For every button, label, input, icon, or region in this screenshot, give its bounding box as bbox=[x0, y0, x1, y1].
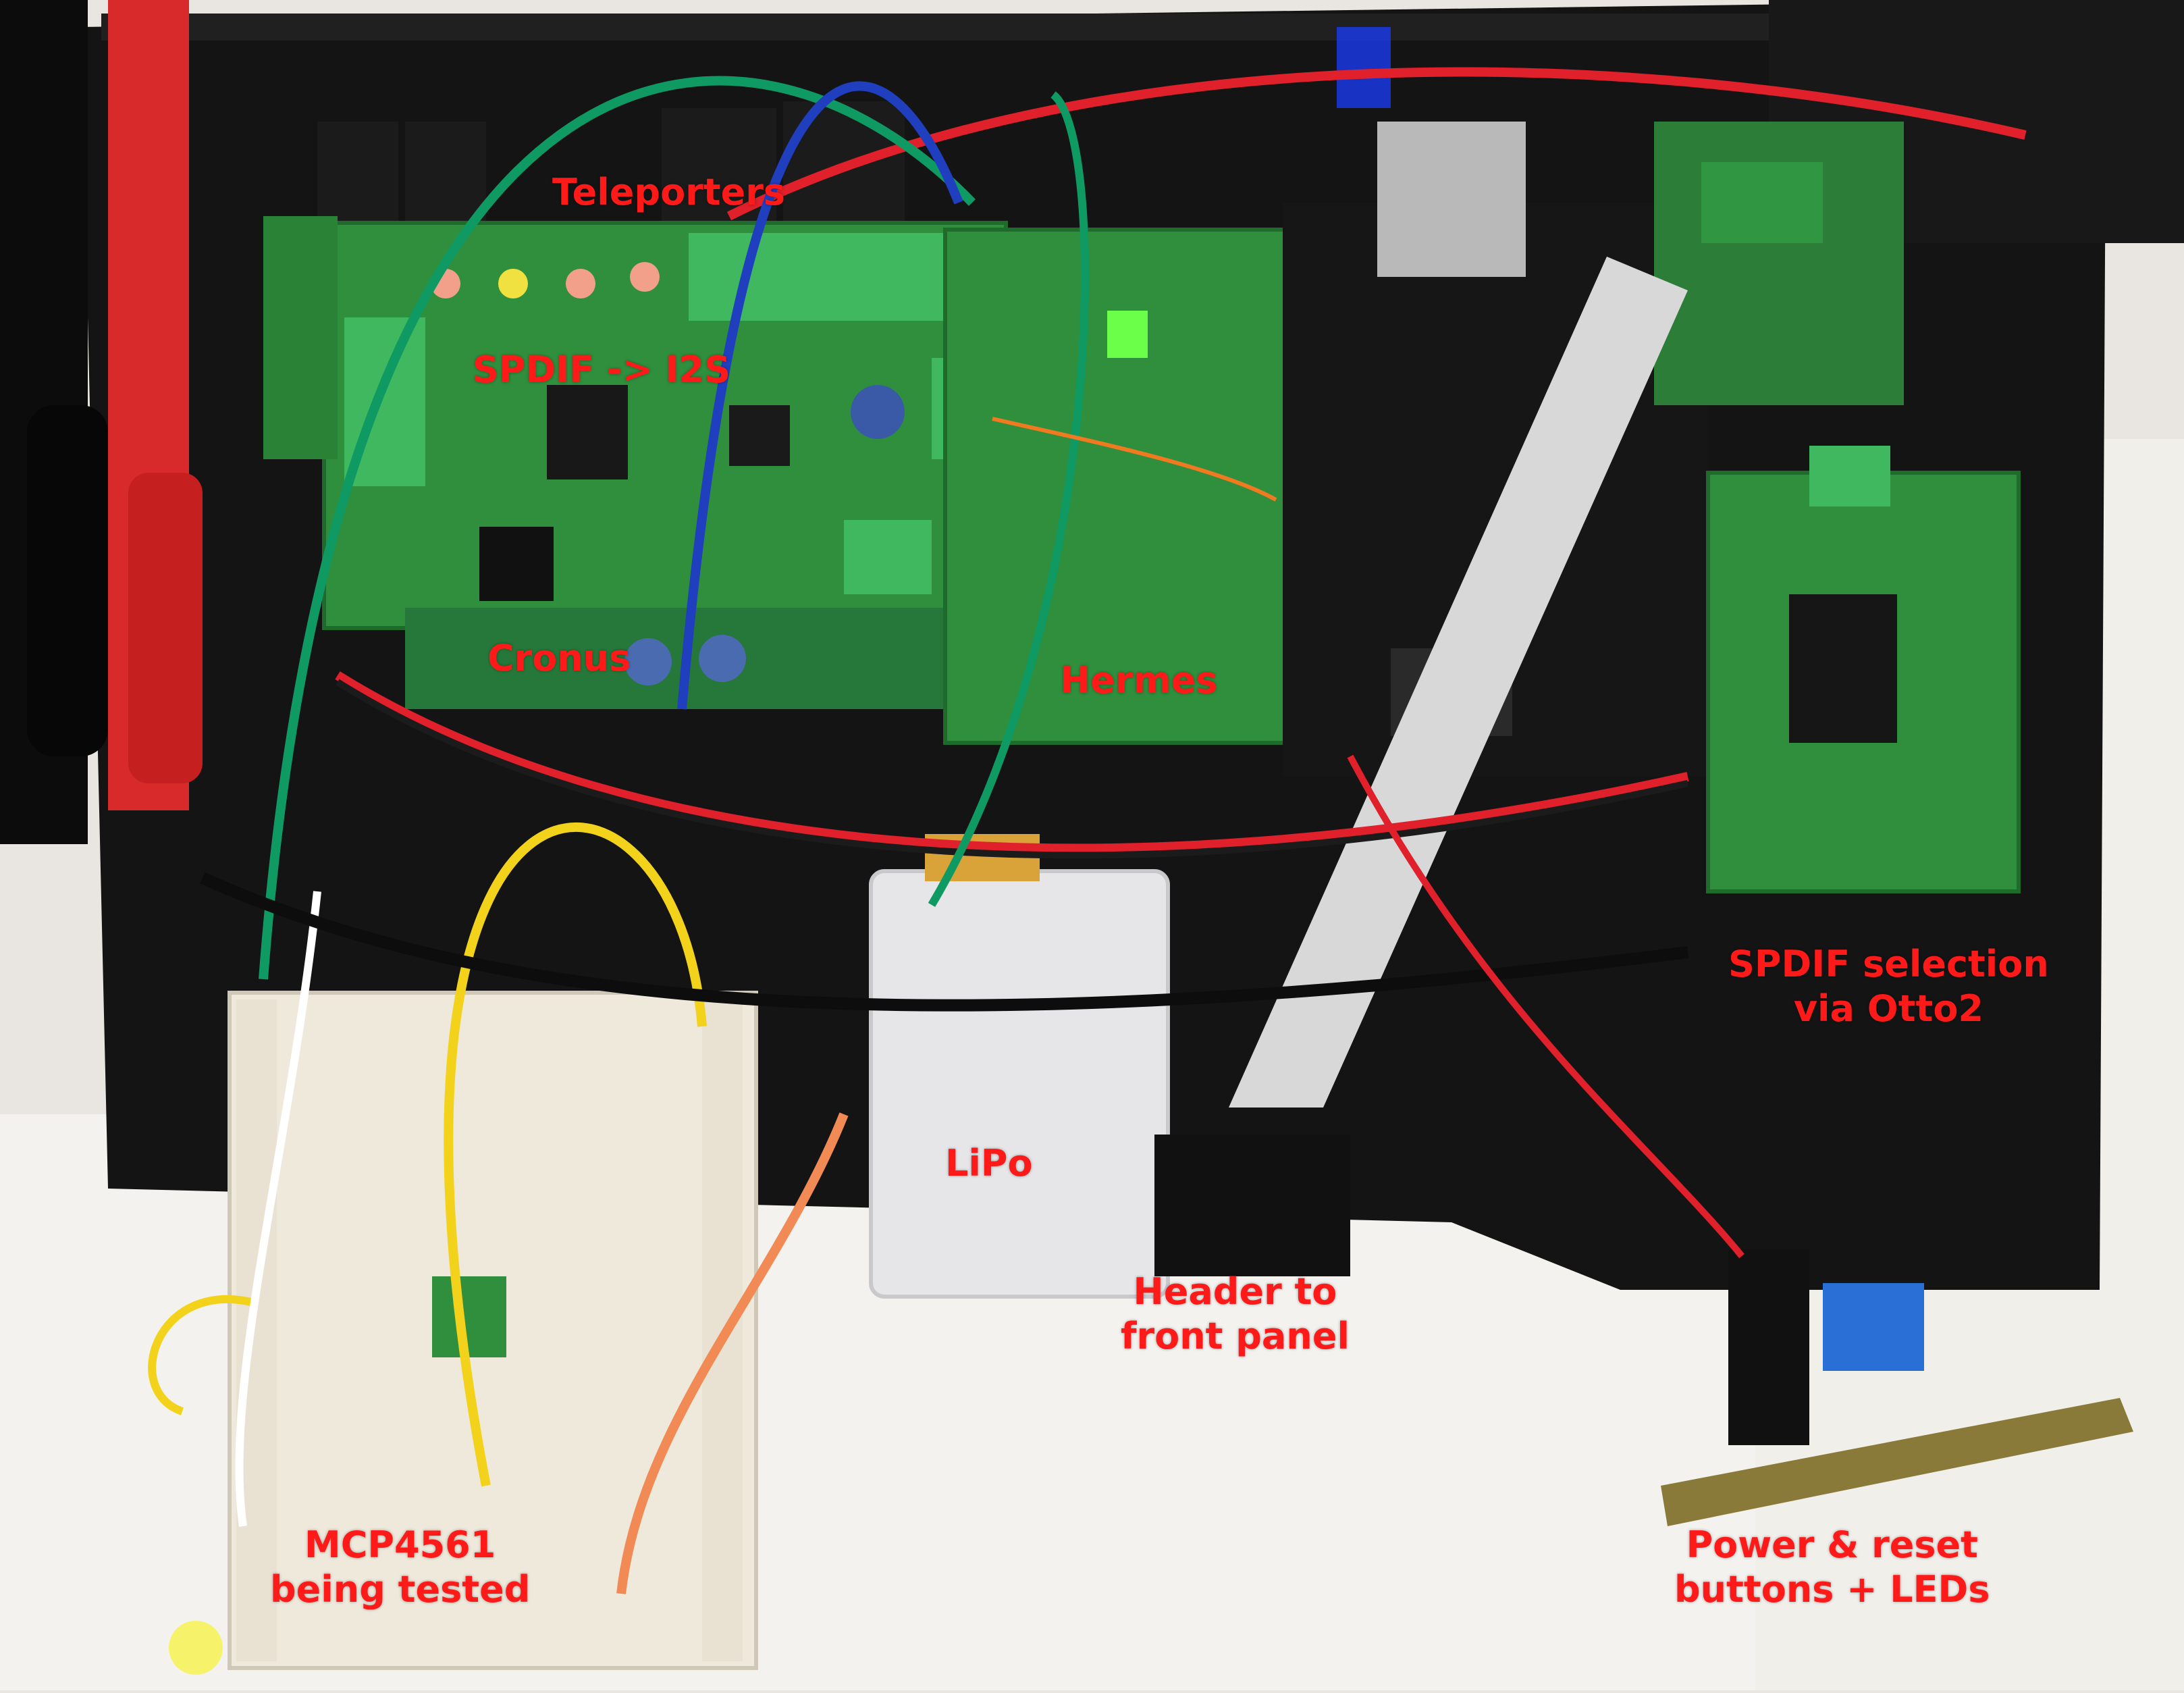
wire-orange bbox=[616, 1112, 849, 1594]
capacitor-cronus-2 bbox=[699, 635, 746, 682]
label-header-line1: Header to bbox=[1133, 1270, 1337, 1313]
top-right-board bbox=[1654, 122, 1904, 405]
ethernet-jack bbox=[1377, 122, 1526, 277]
wire-orange-hermes bbox=[992, 417, 1277, 502]
otto2-ic bbox=[1789, 594, 1897, 743]
black-probe bbox=[27, 405, 108, 756]
label-header-line2: front panel bbox=[1121, 1315, 1350, 1357]
label-spdif-selection: SPDIF selection via Otto2 bbox=[1728, 942, 2049, 1031]
terminal-block-top bbox=[689, 233, 945, 321]
header-connector bbox=[1154, 1135, 1350, 1276]
yellow-test-led bbox=[169, 1621, 223, 1675]
label-mcp4561: MCP4561 being tested bbox=[270, 1523, 530, 1612]
wire-teal bbox=[259, 76, 976, 980]
breadboard-rail-left bbox=[236, 999, 277, 1661]
teleporter-board-left bbox=[263, 216, 338, 459]
label-teleporters: Teleporters bbox=[552, 171, 786, 213]
wire-blue bbox=[677, 81, 963, 710]
front-panel-header bbox=[1728, 1249, 1809, 1445]
wire-teal-right bbox=[928, 91, 1089, 908]
rca-connector-2 bbox=[405, 122, 486, 223]
led-red-2 bbox=[566, 269, 595, 298]
label-power-reset: Power & reset buttons + LEDs bbox=[1674, 1523, 1990, 1612]
spdif-receiver-ic bbox=[547, 385, 628, 479]
label-header-to-front-panel: Header to front panel bbox=[1121, 1270, 1350, 1359]
dip-switch bbox=[479, 527, 554, 601]
wire-black-long bbox=[200, 872, 1689, 1012]
green-led-hermes bbox=[1107, 311, 1148, 358]
wire-red-twisted-bottom bbox=[335, 671, 1689, 854]
wire-black-twisted bbox=[336, 679, 1689, 859]
front-panel-board bbox=[1661, 1398, 2133, 1526]
otto2-terminal bbox=[1809, 446, 1890, 506]
label-mcp-line2: being tested bbox=[270, 1568, 531, 1611]
label-spdif-i2s: SPDIF -> I2S bbox=[473, 348, 731, 391]
mcp4561-chip bbox=[432, 1276, 506, 1357]
label-spdif-sel-line2: via Otto2 bbox=[1793, 987, 1983, 1030]
blue-led-glow bbox=[1337, 27, 1391, 108]
red-clip bbox=[128, 473, 203, 783]
blue-trimpot bbox=[1823, 1283, 1924, 1371]
wire-red-twisted-top bbox=[726, 67, 2027, 221]
label-mcp-line1: MCP4561 bbox=[304, 1523, 496, 1566]
capacitor-cronus-1 bbox=[624, 638, 672, 685]
wire-yellow bbox=[444, 823, 707, 1487]
label-cronus: Cronus bbox=[487, 637, 631, 679]
wire-white bbox=[235, 891, 321, 1527]
terminal-block-clock bbox=[844, 520, 932, 594]
capacitor bbox=[851, 385, 905, 439]
label-hermes: Hermes bbox=[1060, 659, 1218, 702]
ribbon-cable bbox=[1229, 257, 1688, 1108]
label-power-line1: Power & reset bbox=[1686, 1523, 1978, 1566]
label-power-line2: buttons + LEDs bbox=[1674, 1568, 1990, 1611]
label-lipo: LiPo bbox=[945, 1142, 1033, 1184]
lipo-battery bbox=[869, 869, 1170, 1299]
led-yellow bbox=[498, 269, 528, 298]
wire-red-front-panel bbox=[1347, 754, 1744, 1259]
chassis-top-edge bbox=[101, 14, 2093, 41]
led-red-3 bbox=[630, 262, 660, 292]
label-spdif-sel-line1: SPDIF selection bbox=[1728, 943, 2049, 985]
rca-connector-1 bbox=[317, 122, 398, 223]
wire-yellow-left bbox=[148, 1295, 258, 1415]
i2s-ic bbox=[729, 405, 790, 466]
